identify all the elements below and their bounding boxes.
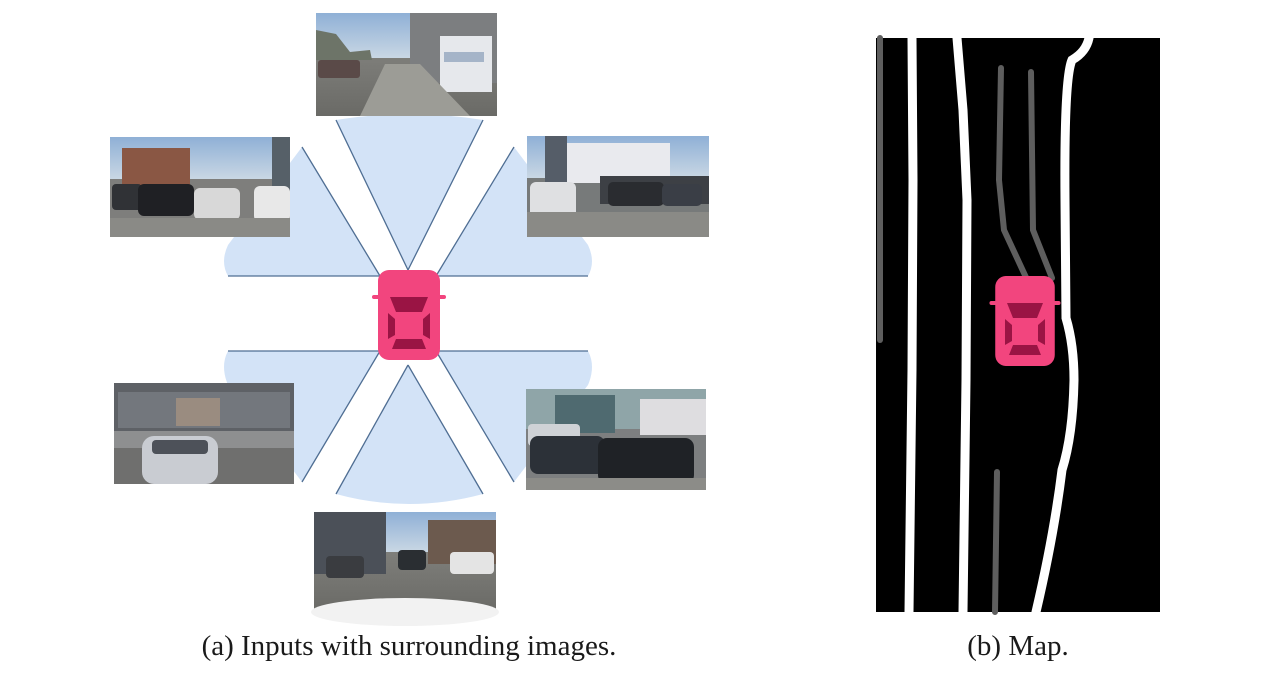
fov-front-right bbox=[436, 147, 592, 276]
fov-back bbox=[336, 365, 483, 504]
panel-b: (b) Map. bbox=[876, 33, 1160, 662]
camera-image-front bbox=[316, 13, 497, 116]
panel-a: (a) Inputs with surrounding images. bbox=[110, 13, 709, 662]
camera-image-front-left bbox=[110, 137, 290, 237]
caption-panel-b: (b) Map. bbox=[967, 630, 1068, 662]
camera-image-back bbox=[311, 512, 499, 626]
camera-fov-edges bbox=[228, 119, 588, 495]
caption-panel-a: (a) Inputs with surrounding images. bbox=[202, 630, 617, 662]
fov-front-left bbox=[224, 147, 380, 276]
ego-car-a bbox=[372, 270, 446, 360]
camera-image-front-right bbox=[527, 136, 709, 237]
map-lanes-white bbox=[904, 33, 1094, 617]
ego-car-b bbox=[989, 276, 1061, 366]
fov-front bbox=[336, 114, 483, 270]
fov-back-right bbox=[436, 351, 592, 482]
camera-image-back-left bbox=[114, 383, 294, 484]
camera-image-back-right bbox=[526, 389, 706, 490]
